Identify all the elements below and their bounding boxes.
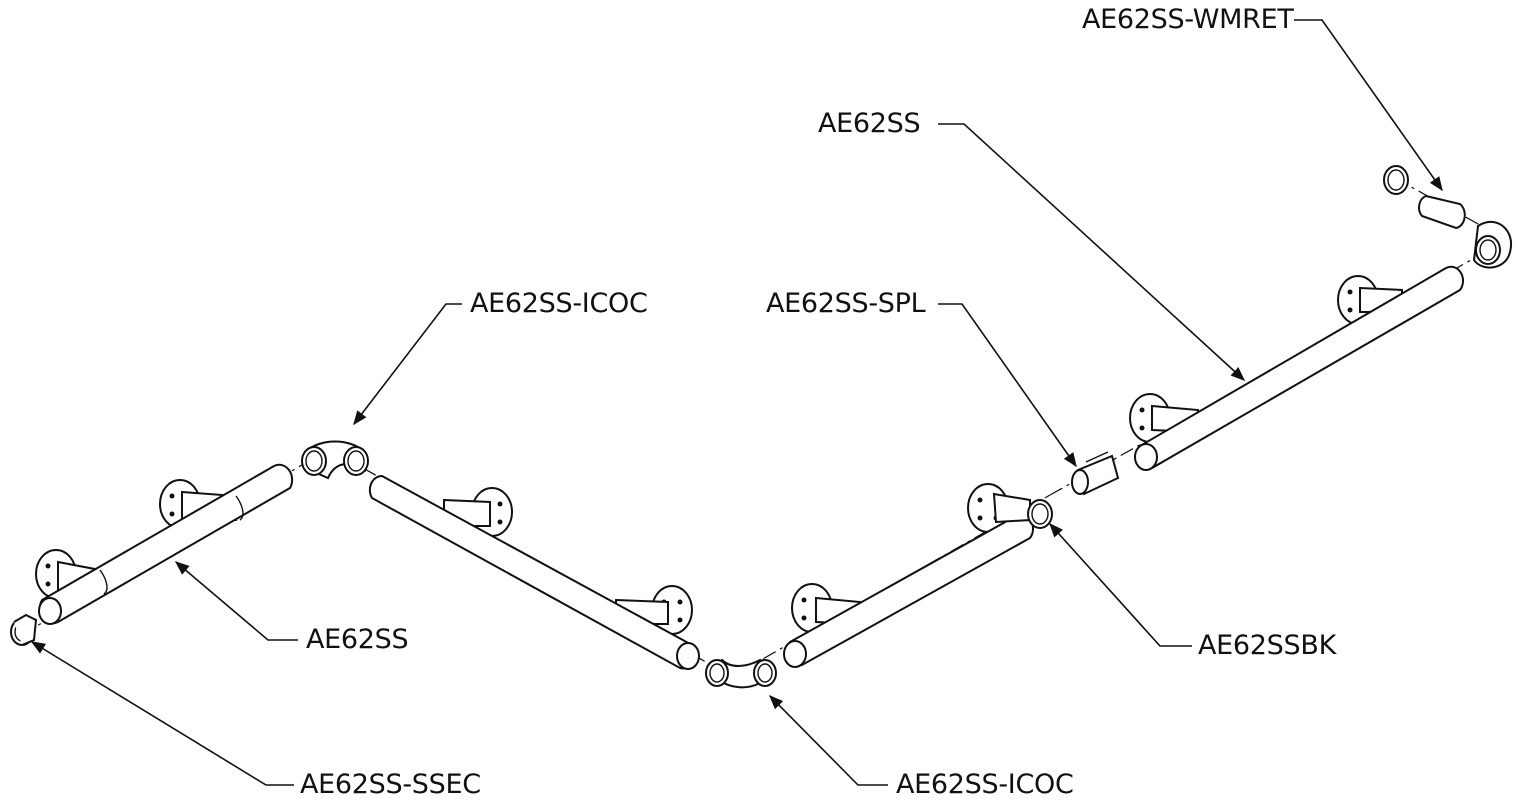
rail-top-part <box>1129 265 1464 471</box>
label-bracket: AE62SSBK <box>1198 630 1336 661</box>
label-end-cap: AE62SS-SSEC <box>300 769 481 800</box>
center-axis-lines <box>21 177 1481 673</box>
wall-return-parts <box>1383 165 1513 269</box>
rail-middle-part <box>368 474 700 670</box>
bracket-part <box>992 492 1053 529</box>
leader-lines <box>30 19 1443 786</box>
rail-center-part <box>783 483 1034 668</box>
splice-part <box>1071 451 1120 496</box>
label-wall-return: AE62SS-WMRET <box>1082 4 1294 35</box>
end-cap-part <box>10 613 38 646</box>
rail-left-part <box>35 463 294 625</box>
label-rail-left: AE62SS <box>306 624 409 655</box>
label-elbow-lower: AE62SS-ICOC <box>896 769 1074 800</box>
label-rail-top: AE62SS <box>818 108 921 139</box>
label-elbow-upper: AE62SS-ICOC <box>470 288 648 319</box>
elbow-upper-part <box>301 440 369 480</box>
elbow-lower-part <box>705 658 777 689</box>
label-splice: AE62SS-SPL <box>766 288 926 319</box>
